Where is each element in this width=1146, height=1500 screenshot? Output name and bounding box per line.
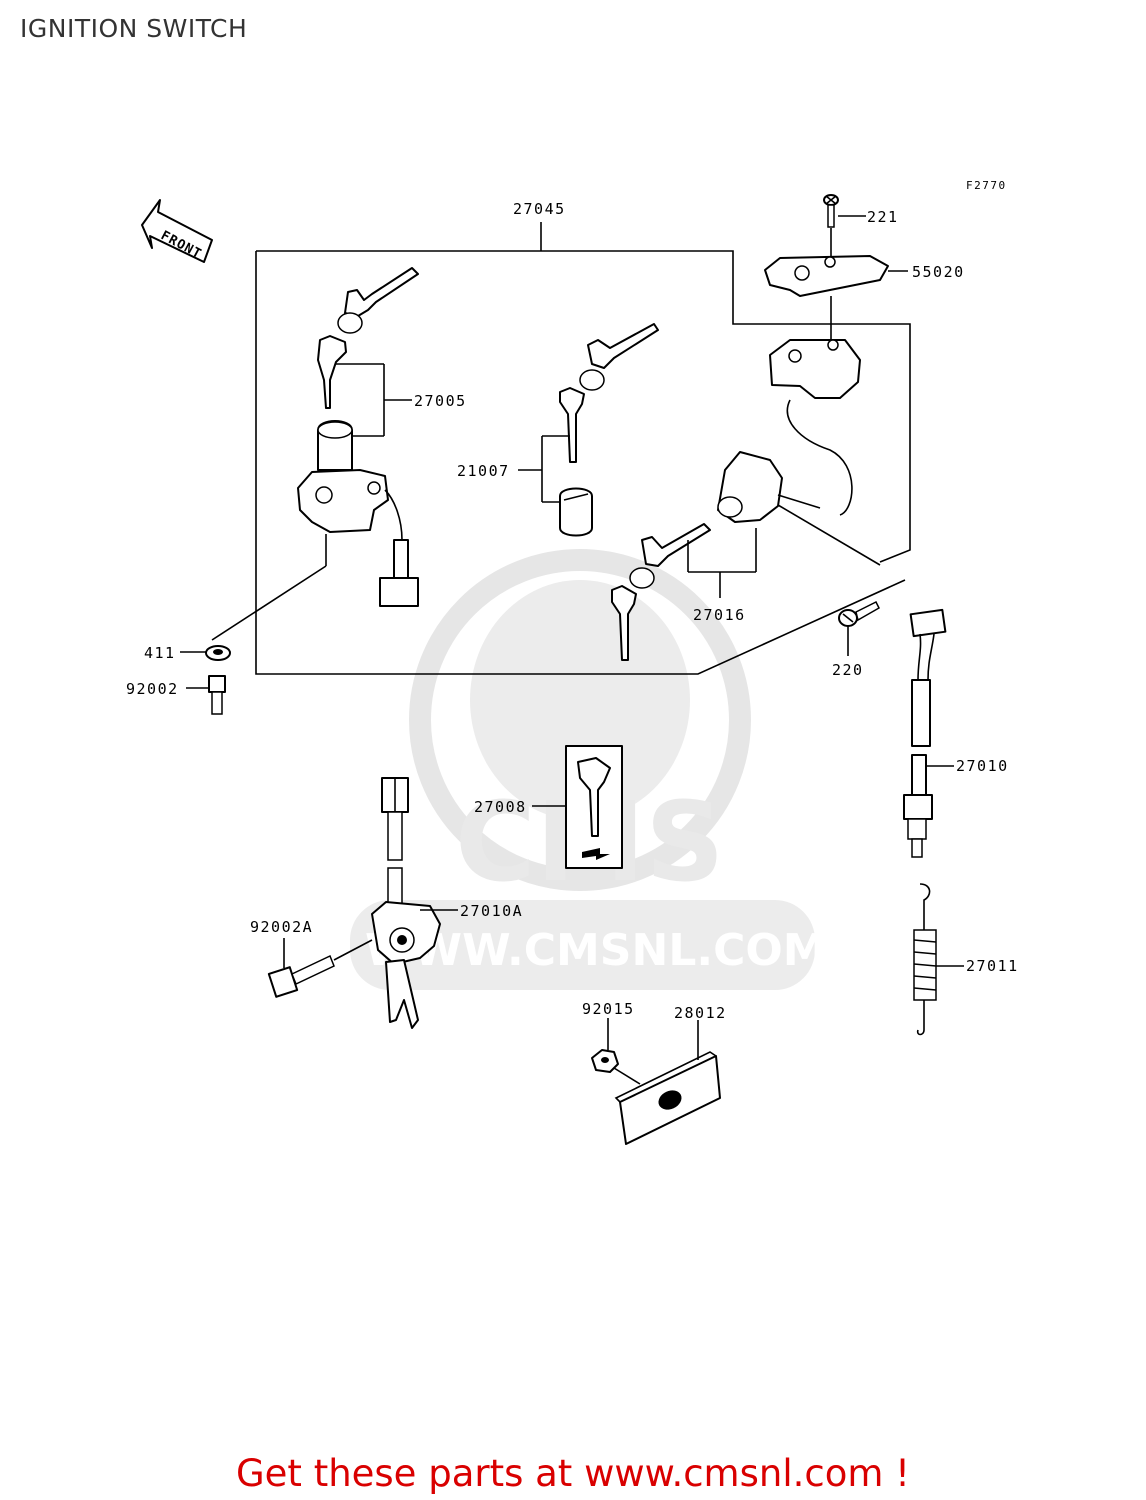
callout-27008: 27008 xyxy=(474,798,527,816)
callout-27010A: 27010A xyxy=(460,902,523,920)
callout-92015: 92015 xyxy=(582,1000,635,1018)
switch-body-upper xyxy=(769,339,861,516)
screw-221 xyxy=(823,194,866,256)
callout-27005: 27005 xyxy=(414,392,467,410)
callout-411: 411 xyxy=(144,644,176,662)
spring-27011 xyxy=(913,883,964,1036)
front-arrow-icon: FRONT xyxy=(141,199,213,263)
key-blank-27008 xyxy=(532,745,623,869)
key-set-27016 xyxy=(611,523,757,661)
bolt-92002A xyxy=(267,938,373,998)
key-set-27005 xyxy=(317,267,419,437)
assembly-outline xyxy=(255,222,911,675)
page-title: IGNITION SWITCH xyxy=(20,14,248,43)
callout-21007: 21007 xyxy=(457,462,510,480)
callout-27045: 27045 xyxy=(513,200,566,218)
callout-92002A: 92002A xyxy=(250,918,313,936)
figure-code: F2770 xyxy=(966,179,1007,192)
footer-cta[interactable]: Get these parts at www.cmsnl.com ! xyxy=(235,1452,910,1495)
nut-92015 xyxy=(591,1018,641,1085)
watermark-url: WWW.CMSNL.COM xyxy=(365,925,827,976)
brake-switch-27010 xyxy=(903,608,954,858)
callout-92002: 92002 xyxy=(126,680,179,698)
cover-plate-55020 xyxy=(764,255,908,340)
cmsnl-watermark: CMS WWW.CMSNL.COM xyxy=(350,549,827,990)
callout-27016: 27016 xyxy=(693,606,746,624)
washer-411 xyxy=(180,645,231,661)
callout-221: 221 xyxy=(867,208,899,226)
label-plate-28012 xyxy=(614,1020,721,1145)
callout-28012: 28012 xyxy=(674,1004,727,1022)
key-set-21007 xyxy=(518,323,659,537)
ignition-switch-right xyxy=(717,451,881,566)
bolt-92002 xyxy=(186,675,226,715)
callout-220: 220 xyxy=(832,661,864,679)
callout-55020: 55020 xyxy=(912,263,965,281)
ignition-switch-left xyxy=(211,420,419,641)
callout-27011: 27011 xyxy=(966,957,1019,975)
screw-220 xyxy=(838,600,880,656)
switch-27010A xyxy=(371,777,458,1029)
callout-27010: 27010 xyxy=(956,757,1009,775)
